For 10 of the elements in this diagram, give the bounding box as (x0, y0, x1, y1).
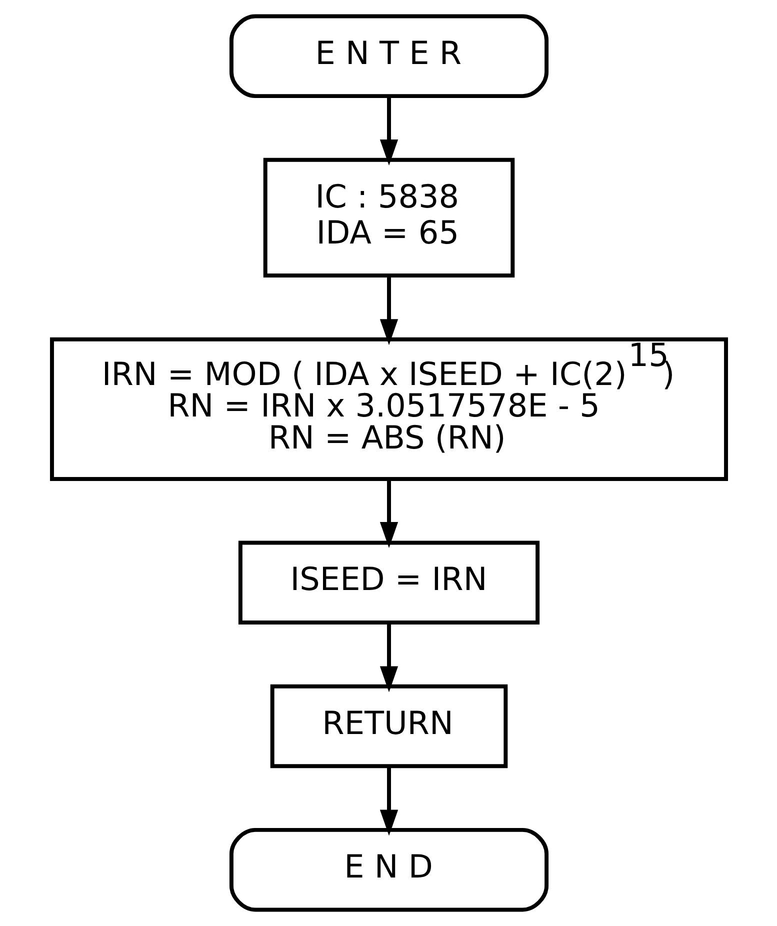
arrow (379, 479, 398, 548)
arrow (379, 96, 398, 166)
node-box: E N D (228, 828, 548, 912)
arrow (379, 622, 398, 692)
arrow (379, 276, 398, 346)
node-box: RETURN (270, 684, 508, 768)
node-box: IC : 5838 IDA = 65 (262, 158, 514, 278)
node-box: E N T E R (228, 14, 548, 98)
node-box: ISEED = IRN (238, 540, 540, 625)
arrow (379, 766, 398, 836)
